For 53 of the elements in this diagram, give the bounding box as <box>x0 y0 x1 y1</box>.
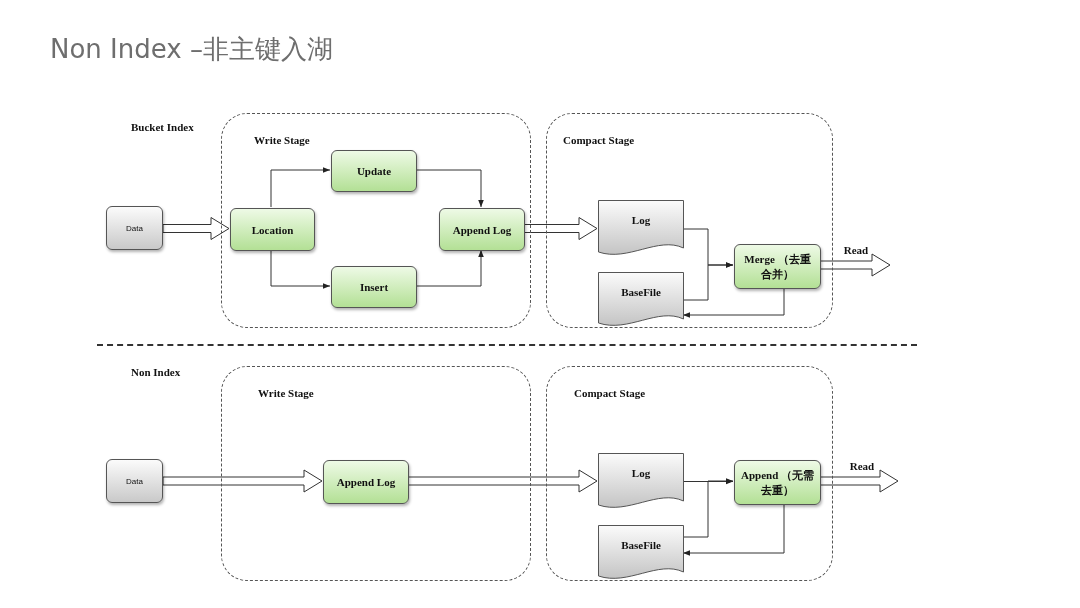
arrow <box>270 249 331 289</box>
document-label: Log <box>631 467 651 481</box>
node-label: Merge （去重合并） <box>743 251 812 282</box>
node-label: Append （无需去重） <box>739 467 815 498</box>
node-label: Location <box>251 223 294 236</box>
node-label: Append Log <box>336 476 396 488</box>
edge-label: Read <box>841 244 871 256</box>
stage-heading: Write Stage <box>258 387 314 399</box>
process-box <box>734 460 821 505</box>
arrow <box>270 167 331 208</box>
arrow <box>682 503 785 556</box>
node-label: Insert <box>359 281 389 293</box>
process-box <box>439 208 525 251</box>
process-box <box>230 208 315 251</box>
document-shape <box>598 525 684 582</box>
document-label: BaseFile <box>621 539 661 553</box>
document-shape <box>598 200 684 258</box>
stage-container <box>221 113 531 328</box>
section-heading: Non Index <box>131 366 181 378</box>
process-box <box>331 150 417 192</box>
stage-container <box>221 366 531 581</box>
process-box <box>734 244 821 289</box>
document-shape <box>598 272 684 329</box>
process-box <box>331 266 417 308</box>
stage-heading: Compact Stage <box>563 134 635 146</box>
hollow-arrow <box>523 217 598 240</box>
hollow-arrow <box>162 217 230 240</box>
node-label: Data <box>126 223 143 233</box>
hollow-arrow <box>819 469 899 493</box>
process-box <box>323 460 409 504</box>
stage-heading: Write Stage <box>254 134 310 146</box>
stage-container <box>546 113 833 328</box>
node-label: Data <box>126 476 143 486</box>
hollow-arrow <box>819 253 891 277</box>
stage-heading: Compact Stage <box>574 387 646 399</box>
document-label: BaseFile <box>621 286 661 300</box>
edge-label: Read <box>847 460 877 472</box>
data-box <box>106 206 163 250</box>
slide-title: Non Index –非主键入湖 <box>50 33 333 66</box>
arrow <box>415 169 484 208</box>
hollow-arrow <box>162 469 323 493</box>
arrow <box>682 262 734 301</box>
node-label: Update <box>356 165 392 177</box>
document-label: Log <box>631 214 651 228</box>
stage-container <box>546 366 833 581</box>
arrow <box>415 249 484 287</box>
arrow <box>682 478 734 538</box>
node-label: Append Log <box>452 223 512 236</box>
hollow-arrow <box>407 469 598 493</box>
section-heading: Bucket Index <box>131 121 194 133</box>
data-box <box>106 459 163 503</box>
arrow <box>682 287 785 318</box>
document-shape <box>598 453 684 511</box>
